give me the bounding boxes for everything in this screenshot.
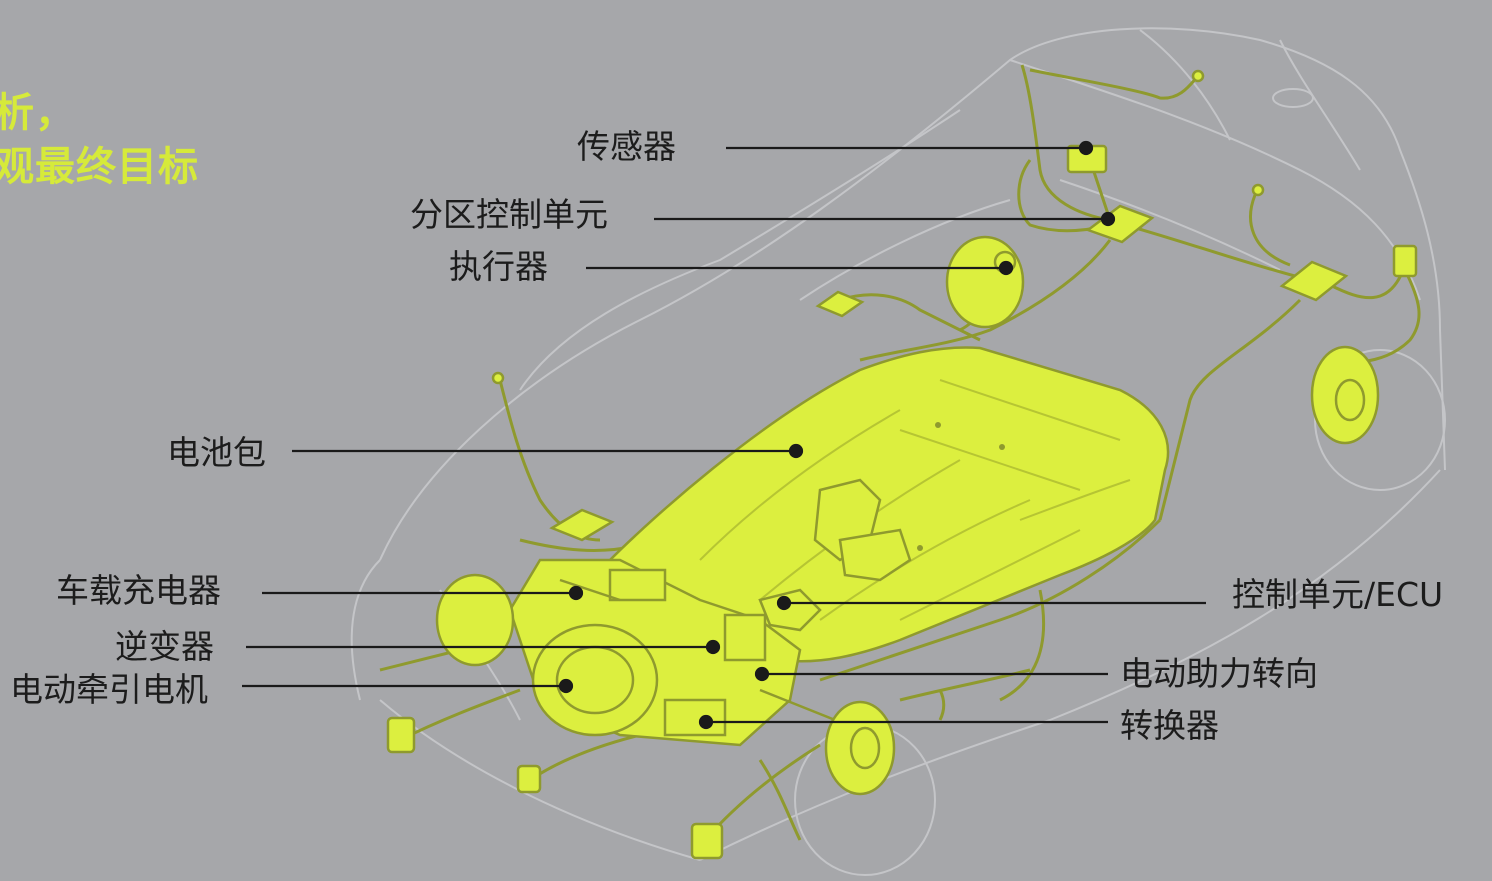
- leader-actuator: [586, 260, 1014, 276]
- label-traction-motor: 电动牵引电机: [10, 670, 208, 709]
- leader-electric-power-steering: [754, 666, 1108, 682]
- leader-traction-motor: [242, 678, 574, 694]
- leader-control-unit-ecu: [776, 595, 1206, 611]
- label-control-unit-ecu: 控制单元/ECU: [1232, 575, 1444, 614]
- steering-rack-assembly: [758, 478, 912, 751]
- zone-control-units: [549, 204, 1349, 542]
- headline-line-1: 析，: [0, 90, 76, 136]
- drive-unit-assembly: [508, 558, 802, 747]
- label-electric-power-steering: 电动助力转向: [1120, 654, 1318, 693]
- headline-line-2: 观最终目标: [0, 144, 199, 190]
- label-sensor: 传感器: [577, 127, 676, 166]
- label-inverter: 逆变器: [115, 627, 214, 666]
- leader-onboard-charger: [262, 585, 584, 601]
- sensor-modules: [386, 69, 1418, 860]
- label-converter: 转换器: [1120, 706, 1219, 745]
- leader-zone-control-unit: [654, 211, 1116, 227]
- leader-battery-pack: [292, 443, 804, 459]
- label-zone-control-unit: 分区控制单元: [410, 195, 608, 234]
- label-actuator: 执行器: [449, 247, 548, 286]
- label-battery-pack: 电池包: [167, 433, 266, 472]
- leader-inverter: [246, 639, 721, 655]
- label-onboard-charger: 车载充电器: [56, 571, 221, 610]
- leader-converter: [698, 714, 1108, 730]
- leader-sensor: [726, 140, 1094, 156]
- brake-actuators: [435, 235, 1380, 796]
